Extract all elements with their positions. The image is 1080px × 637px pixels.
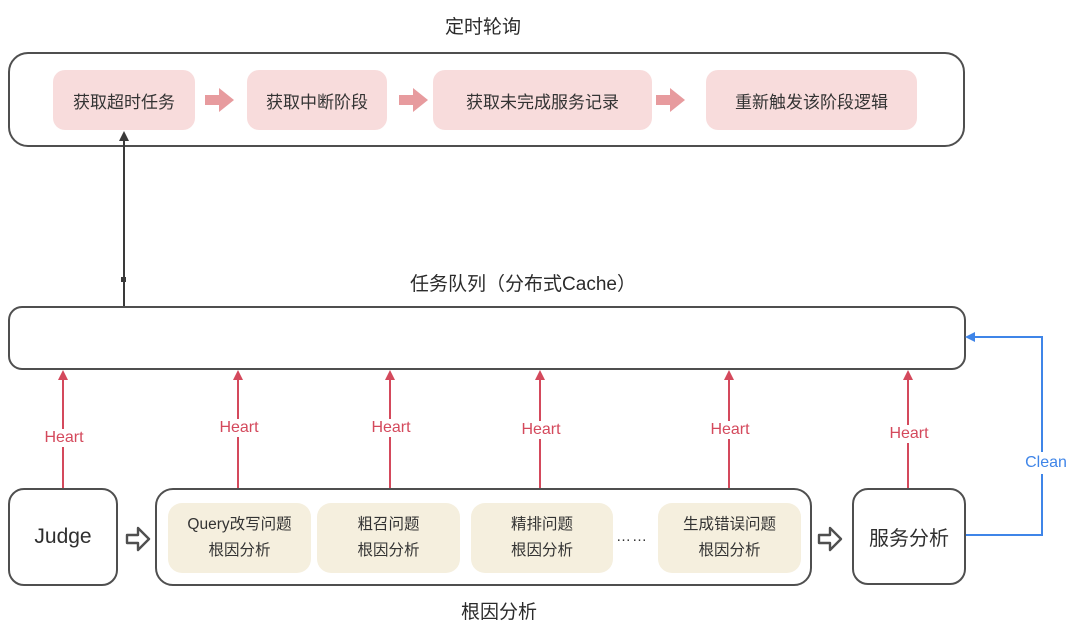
judge-box: Judge [8,488,118,586]
polling-title: 定时轮询 [444,17,522,38]
clean-label: Clean [1022,452,1070,474]
heart-label: Heart [518,421,564,439]
heart-label: Heart [216,419,262,437]
clean-line-top [974,336,1043,338]
heart-arrow-line [539,380,541,503]
analysis-box-recall: 粗召问题 根因分析 [317,503,460,573]
retry-arrow-line [123,141,125,306]
heart-arrow-head [58,370,68,380]
heart-arrow-line [728,380,730,503]
task-queue-box [8,306,966,370]
heart-arrow-head [385,370,395,380]
polling-stage-1: 获取超时任务 [53,70,195,130]
analysis-box-line2: 根因分析 [357,542,420,559]
heart-label: Heart [707,421,753,439]
heart-label: Heart [368,419,414,437]
analysis-box-line1: 生成错误问题 [682,516,776,533]
flow-arrow-icon [656,88,685,112]
root-cause-label: 根因分析 [460,602,538,623]
block-arrow-icon [125,526,151,552]
retry-arrow-joint [121,277,126,282]
analysis-box-line1: 粗召问题 [357,516,420,533]
heart-arrow-line [389,380,391,503]
heart-label: Heart [41,429,87,447]
analysis-box-generate: 生成错误问题 根因分析 [658,503,801,573]
clean-line-vertical [1041,337,1043,536]
heart-arrow-head [724,370,734,380]
ellipsis-text: …… [616,528,648,545]
heart-label: Heart [886,425,932,443]
analysis-box-line2: 根因分析 [208,542,271,559]
block-arrow-icon [817,526,843,552]
polling-stage-3: 获取未完成服务记录 [433,70,652,130]
heart-arrow-head [903,370,913,380]
polling-stage-2: 获取中断阶段 [247,70,387,130]
analysis-box-query: Query改写问题 根因分析 [168,503,311,573]
analysis-box-rank: 精排问题 根因分析 [471,503,613,573]
clean-arrow-head [965,332,975,342]
flow-arrow-icon [399,88,428,112]
service-analysis-label: 服务分析 [869,528,949,550]
polling-stage-4: 重新触发该阶段逻辑 [706,70,917,130]
queue-title: 任务队列（分布式Cache） [410,274,636,295]
analysis-box-line2: 根因分析 [698,542,761,559]
analysis-box-line1: 精排问题 [510,516,573,533]
clean-line-bottom [966,534,1043,536]
service-analysis-box: 服务分析 [852,488,966,585]
retry-arrow-head [119,131,129,141]
analysis-box-line2: 根因分析 [510,542,573,559]
heart-arrow-head [233,370,243,380]
flow-arrow-icon [205,88,234,112]
heart-arrow-head [535,370,545,380]
heart-arrow-line [237,380,239,503]
judge-label: Judge [34,525,92,548]
analysis-box-line1: Query改写问题 [187,516,292,533]
